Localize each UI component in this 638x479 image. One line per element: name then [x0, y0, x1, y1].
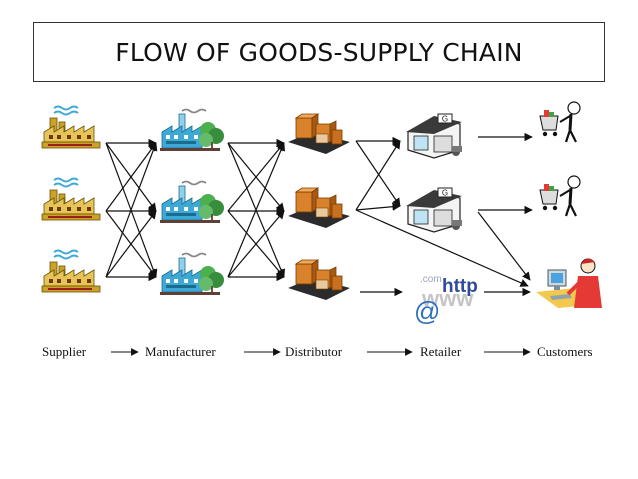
manufacturing-plant-icon [159, 180, 225, 224]
supplier-to-manufacturer-arrows [105, 138, 158, 282]
svg-text:http: http [442, 276, 478, 297]
svg-text:www: www [421, 286, 474, 311]
title-box: FLOW OF GOODS-SUPPLY CHAIN [33, 22, 605, 82]
shopper-with-cart-icon [538, 174, 582, 218]
warehouse-boxes-icon [287, 259, 351, 301]
stage-label-customers: Customers [537, 344, 593, 359]
factory-icon [41, 105, 101, 149]
warehouse-boxes-icon [287, 113, 351, 155]
page-title: FLOW OF GOODS-SUPPLY CHAIN [115, 37, 523, 67]
stage-label-distributor: Distributor [285, 344, 343, 359]
retailer-to-customer-arrows [477, 132, 533, 297]
factory-icon [41, 177, 101, 221]
svg-text:.com: .com [420, 274, 442, 285]
computer-user-icon [534, 256, 604, 310]
shopper-with-cart-icon [538, 100, 582, 144]
factory-icon [41, 249, 101, 293]
stage-label-retailer: Retailer [420, 344, 462, 359]
manufacturing-plant-icon [159, 108, 225, 152]
warehouse-boxes-icon [287, 187, 351, 229]
svg-text:@: @ [414, 296, 440, 326]
manufacturer-to-distributor-arrows [227, 138, 285, 282]
retail-store-icon [405, 113, 463, 159]
stage-label-manufacturer: Manufacturer [145, 344, 216, 359]
retail-store-icon [405, 187, 463, 233]
web-store-icon: www .com http @ [414, 274, 478, 326]
distributor-to-retailer-arrows [355, 136, 529, 297]
stage-label-supplier: Supplier [42, 344, 87, 359]
manufacturing-plant-icon [159, 252, 225, 296]
